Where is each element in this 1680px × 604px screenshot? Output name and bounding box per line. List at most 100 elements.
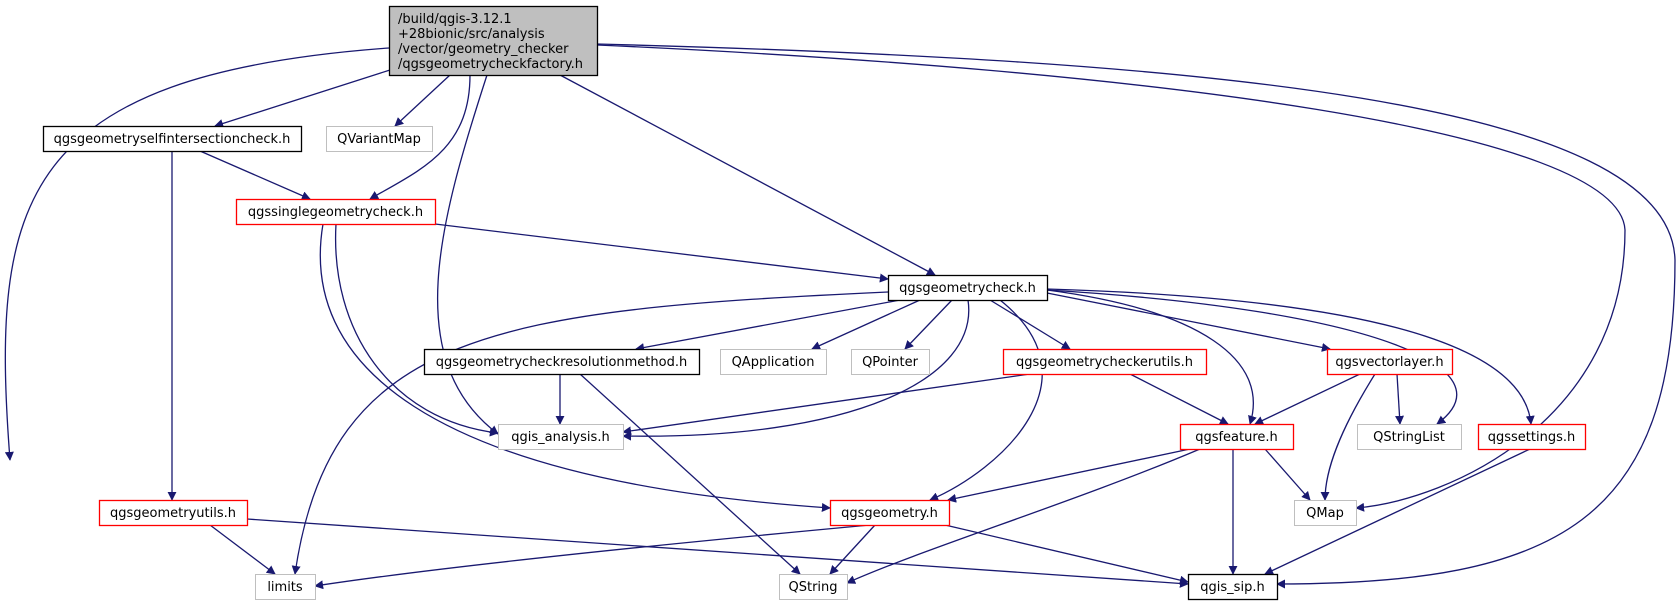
node-qpointer: QPointer [851,349,930,375]
node-box [326,126,433,152]
edge-feature-to-qmap [1264,448,1311,501]
edge-geometrycheck-to-qpointer [904,299,953,350]
edge-root-to-selfintersection [214,69,391,128]
node-qgis_sip[interactable]: qgis_sip.h [1187,573,1279,601]
node-label: QVariantMap [337,132,421,147]
edge-singlegeometrycheck-to-qgis_analysis [334,223,499,437]
edge-feature-to-qstring [846,448,1201,584]
node-singlegeometrycheck[interactable]: qgssinglegeometrycheck.h [235,198,437,226]
node-label: qgsgeometryselfintersectioncheck.h [54,132,291,147]
nodes-layer: /build/qgis-3.12.1+28bionic/src/analysis… [42,5,1587,601]
edge-geometrycheck-to-qstringlist [1046,289,1458,425]
edge-geometrycheck-to-checkerutils [989,299,1071,350]
node-label: /build/qgis-3.12.1 [398,12,512,27]
edge-root-to-qgis_sip [596,43,1676,589]
edge-geometrycheck-to-resolutionmethod [635,299,901,352]
edge-vectorlayer-to-feature [1254,373,1361,425]
node-box [779,574,848,600]
node-settings[interactable]: qgssettings.h [1477,423,1587,451]
node-label: QString [788,580,837,595]
node-box [720,349,827,375]
node-box [851,349,930,375]
node-label: qgis_analysis.h [511,430,609,445]
node-box [498,424,624,450]
node-root[interactable]: /build/qgis-3.12.1+28bionic/src/analysis… [388,5,599,77]
node-box [255,574,316,600]
edge-geometrycheck-to-feature [1046,289,1257,425]
edge-geometryutils-to-limits [209,524,276,575]
edge-geometryutils-to-qgis_sip [246,518,1189,588]
edge-root-to-qstring [4,47,390,461]
node-checkerutils[interactable]: qgsgeometrycheckerutils.h [1002,348,1208,376]
node-qgis_analysis: qgis_analysis.h [498,424,624,450]
edge-geometry-to-qstring [829,524,876,575]
edges-layer [4,43,1676,590]
node-limits: limits [255,574,316,600]
node-label: qgsfeature.h [1195,430,1278,445]
node-qvariantmap: QVariantMap [326,126,433,152]
node-selfintersection[interactable]: qgsgeometryselfintersectioncheck.h [42,125,303,153]
edge-root-to-singlegeometrycheck [369,74,471,200]
node-label: QApplication [732,355,815,370]
node-box [42,125,303,153]
edge-resolutionmethod-to-qstring [579,373,801,575]
node-label: qgis_sip.h [1200,580,1264,595]
edge-selfintersection-to-singlegeometrycheck [199,150,311,200]
edge-geometrycheck-to-qapplication [811,299,921,350]
node-box [829,499,951,527]
node-box [1294,500,1357,526]
node-label: qgssinglegeometrycheck.h [248,205,423,220]
edge-singlegeometrycheck-to-geometry [319,223,831,512]
node-label: /vector/geometry_checker [398,42,569,57]
node-label: qgssettings.h [1488,430,1576,445]
node-box [1477,423,1587,451]
edge-geometrycheck-to-qgis_analysis [622,299,970,441]
node-box [423,348,701,376]
node-label: QPointer [862,355,919,370]
node-label: QMap [1306,506,1344,521]
node-label: qgsgeometry.h [841,506,938,521]
edge-checkerutils-to-feature [1129,373,1229,425]
node-geometry[interactable]: qgsgeometry.h [829,499,951,527]
node-label: +28bionic/src/analysis [398,27,545,42]
node-vectorlayer[interactable]: qgsvectorlayer.h [1326,348,1454,376]
edge-geometrycheck-to-vectorlayer [1046,292,1331,352]
node-box [1002,348,1208,376]
edge-vectorlayer-to-qmap [1320,373,1376,501]
node-geometryutils[interactable]: qgsgeometryutils.h [98,499,249,527]
edge-geometrycheck-to-geometry [929,299,1043,501]
edge-checkerutils-to-qgis_analysis [622,373,1031,436]
node-resolutionmethod[interactable]: qgsgeometrycheckresolutionmethod.h [423,348,701,376]
node-box [235,198,437,226]
edge-geometrycheck-to-limits [291,291,889,575]
node-label: QStringList [1373,430,1445,445]
edge-root-to-qgis_analysis [437,74,499,435]
node-qapplication: QApplication [720,349,827,375]
node-feature[interactable]: qgsfeature.h [1179,423,1295,451]
node-box [1357,424,1462,450]
node-label: /qgsgeometrycheckfactory.h [398,57,583,72]
node-box [1187,573,1279,601]
node-label: qgsgeometrycheck.h [899,281,1036,296]
edge-geometrycheck-to-settings [1046,288,1535,425]
node-box [887,274,1049,302]
edge-singlegeometrycheck-to-geometrycheck [434,223,889,283]
edge-root-to-geometrycheck [559,74,936,276]
node-geometrycheck[interactable]: qgsgeometrycheck.h [887,274,1049,302]
node-label: qgsgeometryutils.h [110,506,236,521]
node-label: qgsgeometrycheckresolutionmethod.h [436,355,687,370]
node-label: qgsgeometrycheckerutils.h [1016,355,1193,370]
edge-vectorlayer-to-qstringlist [1395,373,1405,425]
edge-geometry-to-qgis_sip [944,524,1189,585]
node-qstringlist: QStringList [1357,424,1462,450]
node-box [1179,423,1295,451]
node-qmap: QMap [1294,500,1357,526]
node-label: limits [267,580,303,595]
edge-geometry-to-limits [314,524,871,590]
edge-settings-to-qgis_sip [1264,448,1531,575]
node-label: qgsvectorlayer.h [1335,355,1443,370]
node-box [1326,348,1454,376]
edge-root-to-qmap [596,44,1626,512]
edge-feature-to-geometry [947,448,1191,503]
